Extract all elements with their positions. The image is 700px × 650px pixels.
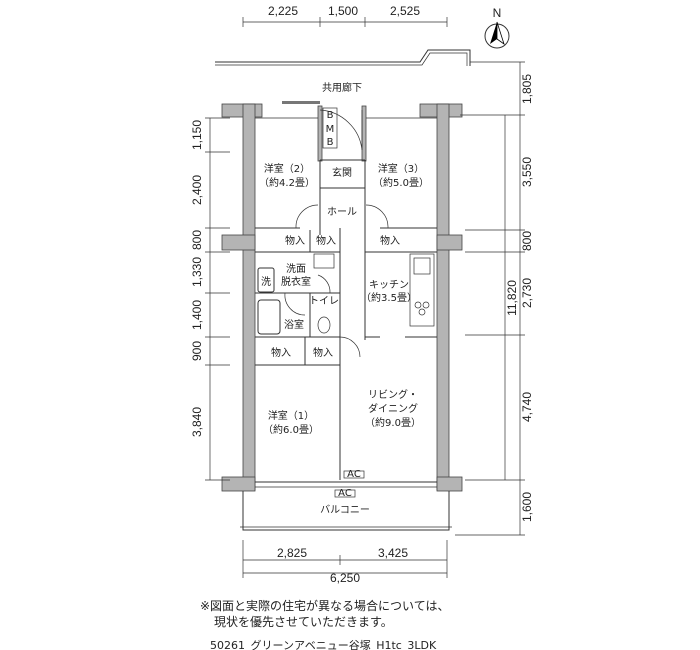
living-name-2: ダイニング <box>368 402 418 415</box>
dim-right-4: 2,730 <box>520 278 534 308</box>
disclaimer-line-2: 現状を優先させていただきます。 <box>214 615 393 629</box>
room-1-size: （約6.0畳） <box>263 423 319 436</box>
dim-right-3: 800 <box>520 231 534 251</box>
room-2-name: 洋室（2） <box>264 162 310 175</box>
north-label: N <box>493 6 502 20</box>
bottom-dimension-line <box>242 540 448 578</box>
dim-left-4: 1,330 <box>190 257 204 287</box>
walls <box>221 103 463 492</box>
dim-bottom-2: 3,425 <box>378 546 408 560</box>
kitchen-size: （約3.5畳） <box>361 291 417 304</box>
mb-label-m: M <box>326 124 335 135</box>
storage-label: 物入 <box>313 346 333 359</box>
dim-bottom-total: 6,250 <box>330 571 360 585</box>
dim-left-5: 1,400 <box>190 300 204 330</box>
left-dimension-line <box>205 117 230 481</box>
dim-top-1: 2,225 <box>268 4 298 18</box>
dim-bottom-1: 2,825 <box>277 546 307 560</box>
room-3-size: （約5.0畳） <box>373 176 429 189</box>
mb-label-b2: B <box>327 137 334 148</box>
disclaimer-line-1: ※図面と実際の住宅が異なる場合については、 <box>200 599 450 613</box>
dim-right-2: 3,550 <box>520 157 534 187</box>
partitions <box>255 159 437 480</box>
dim-top-3: 2,525 <box>390 4 420 18</box>
mb-label-b1: B <box>327 110 334 121</box>
room-1-name: 洋室（1） <box>268 409 314 422</box>
dim-right-5: 4,740 <box>520 392 534 422</box>
dim-left-3: 800 <box>190 230 204 250</box>
north-arrow-icon <box>484 21 510 49</box>
dim-left-7: 3,840 <box>190 407 204 437</box>
window <box>282 101 320 104</box>
washroom-label-2: 脱衣室 <box>281 275 311 288</box>
fixtures <box>257 107 435 335</box>
storage-label: 物入 <box>285 234 305 247</box>
top-dimension-line <box>242 17 448 27</box>
dim-top-2: 1,500 <box>328 4 358 18</box>
washer-label: 洗 <box>261 276 271 288</box>
dim-right-1: 1,805 <box>520 74 534 104</box>
storage-label: 物入 <box>271 346 291 359</box>
balcony-outline <box>242 491 450 531</box>
dim-left-6: 900 <box>190 341 204 361</box>
room-3-name: 洋室（3） <box>378 162 424 175</box>
room-2-size: （約4.2畳） <box>259 176 315 189</box>
doors <box>284 109 389 358</box>
corridor-edge <box>215 49 471 66</box>
storage-label: 物入 <box>380 234 400 247</box>
kitchen-name: キッチン <box>369 279 409 291</box>
plan-caption: 50261_グリーンアベニュー谷塚_H1tc_3LDK <box>210 639 437 650</box>
bath-label: 浴室 <box>284 318 304 331</box>
dim-right-6: 1,600 <box>520 492 534 522</box>
ac-label-outdoor: AC <box>338 488 352 499</box>
storage-label: 物入 <box>316 234 336 247</box>
living-name-1: リビング・ <box>368 388 418 401</box>
ac-label-indoor: AC <box>347 469 361 480</box>
dim-left-1: 1,150 <box>190 120 204 150</box>
living-size: （約9.0畳） <box>365 416 421 429</box>
toilet-label: トイレ <box>309 296 339 307</box>
hall-label: ホール <box>327 206 357 218</box>
dim-right-total: 11,820 <box>505 280 519 316</box>
corridor-label: 共用廊下 <box>322 81 362 94</box>
washroom-label-1: 洗面 <box>286 263 306 275</box>
dim-left-2: 2,400 <box>190 175 204 205</box>
entrance-label: 玄関 <box>332 166 352 179</box>
right-dimension-line <box>455 61 525 536</box>
balcony-label: バルコニー <box>320 504 370 516</box>
